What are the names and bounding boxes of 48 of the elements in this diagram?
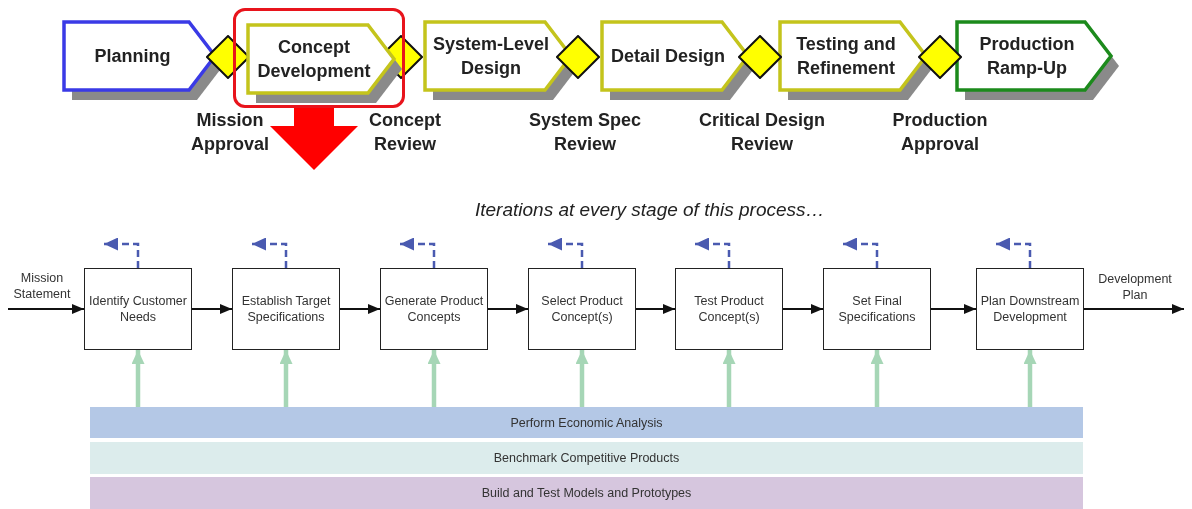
activity-band: Perform Economic Analysis — [90, 407, 1083, 438]
stage-label: Concept Development — [256, 36, 372, 83]
arrow — [575, 350, 589, 407]
arrow — [1083, 304, 1185, 314]
iteration-arrow — [695, 237, 731, 268]
highlight-frame — [233, 8, 405, 108]
process-box: Test Product Concept(s) — [675, 268, 783, 350]
arrow — [1023, 350, 1037, 407]
arrow — [339, 304, 381, 314]
stage-label: System-Level Design — [431, 33, 551, 80]
arrow — [930, 304, 977, 314]
arrow — [487, 304, 529, 314]
milestone-label: System Spec Review — [527, 109, 643, 156]
arrow — [279, 350, 293, 407]
iteration-arrow — [104, 237, 140, 268]
process-box: Set Final Specifications — [823, 268, 931, 350]
iteration-arrow — [400, 237, 436, 268]
arrow — [191, 304, 233, 314]
arrow — [635, 304, 676, 314]
iteration-arrow — [548, 237, 584, 268]
arrow — [782, 304, 824, 314]
flow-label: Mission Statement — [12, 270, 72, 302]
iteration-arrow — [252, 237, 288, 268]
process-box: Plan Downstream Development — [976, 268, 1084, 350]
process-box: Identify Customer Needs — [84, 268, 192, 350]
arrow — [722, 350, 736, 407]
activity-band: Benchmark Competitive Products — [90, 442, 1083, 474]
stage-label: Production Ramp-Up — [978, 33, 1076, 80]
iteration-arrow — [843, 237, 879, 268]
process-box: Select Product Concept(s) — [528, 268, 636, 350]
milestone-label: Critical Design Review — [697, 109, 826, 156]
arrow — [427, 350, 441, 407]
iteration-arrow — [996, 237, 1032, 268]
stage-label: Detail Design — [611, 45, 725, 68]
arrow — [870, 350, 884, 407]
note-text: Iterations at every stage of this process… — [475, 199, 825, 221]
stage-label: Testing and Refinement — [795, 33, 897, 80]
arrow — [7, 304, 85, 314]
milestone-label: Mission Approval — [190, 109, 270, 156]
arrow — [131, 350, 145, 407]
activity-band: Build and Test Models and Prototypes — [90, 477, 1083, 509]
milestone-label: Concept Review — [368, 109, 442, 156]
flow-label: Development Plan — [1097, 271, 1173, 303]
stage-label: Planning — [94, 45, 171, 68]
process-box: Generate Product Concepts — [380, 268, 488, 350]
process-box: Establish Target Specifications — [232, 268, 340, 350]
block-arrow — [270, 108, 358, 170]
milestone-label: Production Approval — [891, 109, 989, 156]
